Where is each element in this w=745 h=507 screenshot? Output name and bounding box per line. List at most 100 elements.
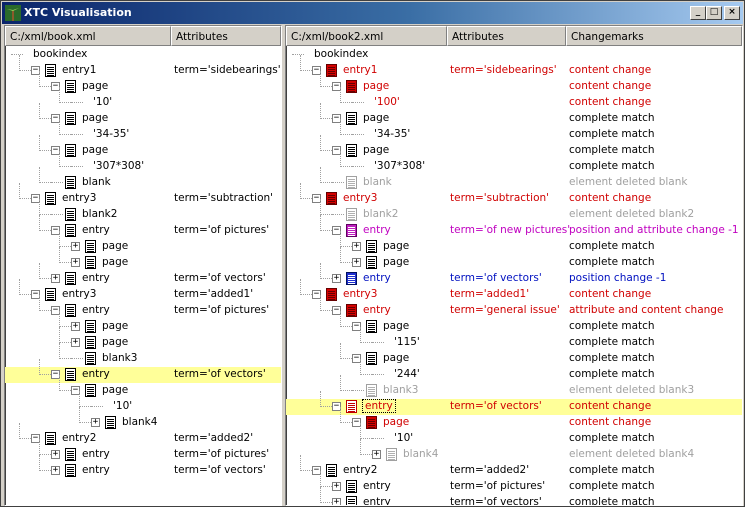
node-label[interactable]: entry1	[343, 64, 378, 76]
column-header-attributes[interactable]: Attributes	[447, 26, 566, 46]
node-label[interactable]: page	[82, 80, 109, 92]
collapse-toggle[interactable]: −	[31, 433, 40, 443]
node-label[interactable]: page	[383, 416, 410, 428]
node-label[interactable]: '244'	[394, 368, 420, 380]
collapse-toggle[interactable]: −	[51, 81, 60, 91]
tree-row[interactable]: +blank4	[5, 407, 281, 431]
collapse-toggle[interactable]: −	[332, 305, 341, 315]
maximize-button[interactable]: □	[706, 6, 722, 20]
tree-row[interactable]: − page	[5, 375, 281, 399]
node-label[interactable]: page	[363, 144, 390, 156]
collapse-toggle[interactable]: −	[312, 65, 321, 75]
node-label[interactable]: entry	[82, 272, 110, 284]
tree-row[interactable]: +page	[5, 311, 281, 335]
collapse-toggle[interactable]: −	[332, 145, 341, 155]
expand-toggle[interactable]: +	[332, 481, 341, 491]
tree-row[interactable]: +page	[5, 327, 281, 351]
tree-row[interactable]: − page	[5, 71, 281, 95]
tree-row[interactable]: '307*308'complete match	[286, 151, 742, 175]
column-header-file[interactable]: C:/xml/book2.xml	[286, 26, 447, 46]
tree-row[interactable]: '10'	[5, 391, 281, 415]
tree-row[interactable]: '115'complete match	[286, 327, 742, 351]
node-label[interactable]: page	[102, 256, 129, 268]
node-label[interactable]: entry3	[62, 192, 97, 204]
expand-toggle[interactable]: +	[51, 465, 60, 475]
node-label[interactable]: entry	[363, 304, 391, 316]
collapse-toggle[interactable]: −	[332, 225, 341, 235]
expand-toggle[interactable]: +	[51, 273, 60, 283]
expand-toggle[interactable]: +	[332, 273, 341, 283]
node-label[interactable]: entry	[363, 496, 391, 506]
tree-row[interactable]: blank2	[5, 199, 281, 223]
node-label[interactable]: entry	[82, 224, 110, 236]
node-label[interactable]: '115'	[394, 336, 420, 348]
tree-row[interactable]: bookindex	[286, 47, 742, 63]
node-label[interactable]: entry3	[343, 192, 378, 204]
collapse-toggle[interactable]: −	[31, 65, 40, 75]
node-label[interactable]: page	[102, 336, 129, 348]
tree-row[interactable]: blank	[5, 167, 281, 191]
collapse-toggle[interactable]: −	[31, 193, 40, 203]
node-label[interactable]: entry1	[62, 64, 97, 76]
node-label[interactable]: bookindex	[314, 48, 369, 60]
node-label[interactable]: page	[383, 320, 410, 332]
node-label[interactable]: page	[102, 320, 129, 332]
node-label[interactable]: entry3	[62, 288, 97, 300]
node-label[interactable]: '34-35'	[93, 128, 130, 140]
node-label[interactable]: page	[383, 352, 410, 364]
node-label[interactable]: page	[102, 384, 129, 396]
tree-row[interactable]: bookindex	[5, 47, 281, 63]
expand-toggle[interactable]: +	[71, 241, 80, 251]
collapse-toggle[interactable]: −	[352, 353, 361, 363]
node-label[interactable]: '10'	[93, 96, 113, 108]
tree-row[interactable]: '244'complete match	[286, 359, 742, 383]
node-label[interactable]: entry	[82, 304, 110, 316]
collapse-toggle[interactable]: −	[332, 401, 341, 411]
node-label[interactable]: blank	[82, 176, 111, 188]
node-label[interactable]: entry	[363, 272, 391, 284]
collapse-toggle[interactable]: −	[312, 193, 321, 203]
expand-toggle[interactable]: +	[352, 241, 361, 251]
node-label[interactable]: entry2	[62, 432, 97, 444]
node-label[interactable]: entry	[82, 448, 110, 460]
expand-toggle[interactable]: +	[91, 417, 100, 427]
node-label[interactable]: entry3	[343, 288, 378, 300]
tree-row[interactable]: blank3	[5, 343, 281, 367]
expand-toggle[interactable]: +	[51, 449, 60, 459]
tree-row[interactable]: '34-35'complete match	[286, 119, 742, 143]
collapse-toggle[interactable]: −	[51, 225, 60, 235]
node-label[interactable]: '34-35'	[374, 128, 411, 140]
left-tree-pane[interactable]: C:/xml/book.xml Attributes bookindex−ent…	[4, 25, 282, 506]
collapse-toggle[interactable]: −	[51, 369, 60, 379]
minimize-button[interactable]: _	[690, 6, 706, 20]
tree-row[interactable]: '100'content change	[286, 87, 742, 111]
tree-row[interactable]: +page	[5, 231, 281, 255]
node-label[interactable]: entry	[82, 464, 110, 476]
collapse-toggle[interactable]: −	[71, 385, 80, 395]
node-label[interactable]: page	[383, 256, 410, 268]
node-label[interactable]: page	[363, 80, 390, 92]
right-tree-pane[interactable]: C:/xml/book2.xml Attributes Changemarks …	[285, 25, 743, 506]
expand-toggle[interactable]: +	[372, 449, 381, 459]
column-header-file[interactable]: C:/xml/book.xml	[5, 26, 171, 46]
